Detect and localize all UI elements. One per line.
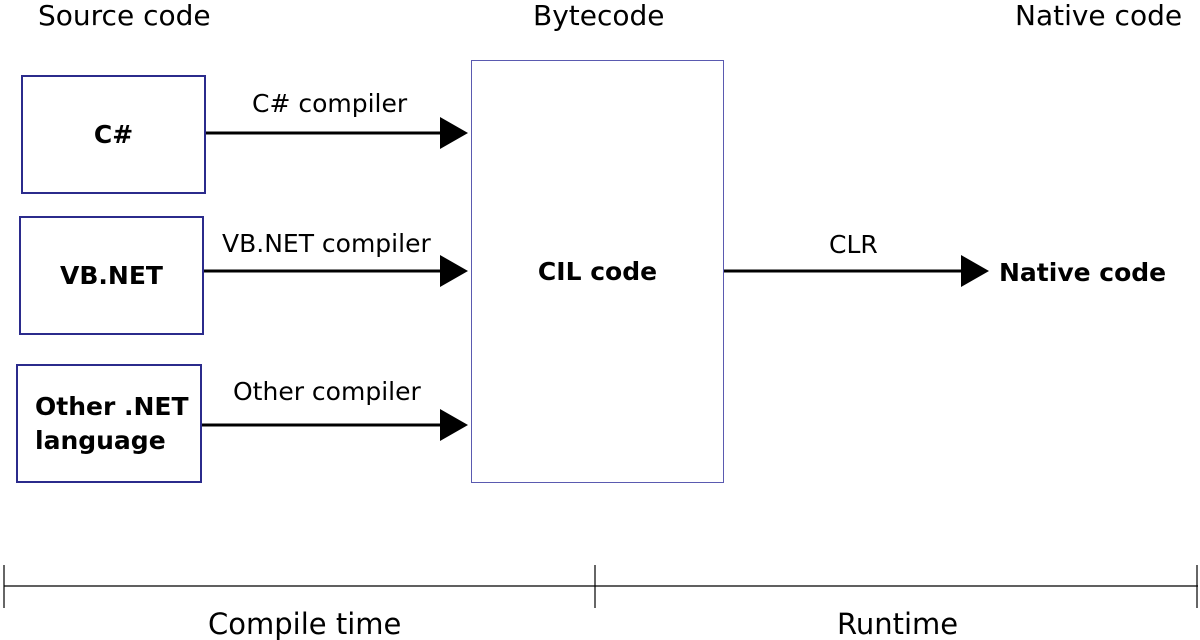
node-cil-code: CIL code	[471, 60, 724, 483]
node-vbnet: VB.NET	[19, 216, 204, 335]
arrow-cil-to-native	[724, 255, 989, 287]
arrow-csharp-to-cil	[204, 117, 468, 149]
edge-label-other-compiler: Other compiler	[233, 377, 421, 406]
edge-label-vbnet-compiler: VB.NET compiler	[222, 229, 431, 258]
node-native-code: Native code	[999, 258, 1167, 287]
node-other-label: Other .NET language	[18, 390, 189, 458]
column-header-bytecode: Bytecode	[533, 0, 665, 32]
node-vbnet-label: VB.NET	[60, 260, 163, 290]
arrow-other-to-cil	[200, 409, 468, 441]
node-csharp-label: C#	[93, 119, 134, 149]
node-other-label-line2: language	[35, 425, 166, 455]
edge-label-clr: CLR	[829, 230, 878, 259]
phase-label-runtime: Runtime	[837, 607, 959, 640]
phase-label-compile-time: Compile time	[208, 607, 402, 640]
column-header-native: Native code	[1015, 0, 1183, 32]
node-cil-label: CIL code	[537, 256, 658, 286]
node-other-language: Other .NET language	[16, 364, 202, 483]
column-header-source: Source code	[38, 0, 211, 32]
node-other-label-line1: Other .NET	[35, 391, 189, 421]
arrow-vbnet-to-cil	[202, 255, 468, 287]
node-csharp: C#	[21, 75, 206, 194]
timeline-axis	[3, 565, 1198, 608]
edge-label-csharp-compiler: C# compiler	[252, 89, 408, 118]
